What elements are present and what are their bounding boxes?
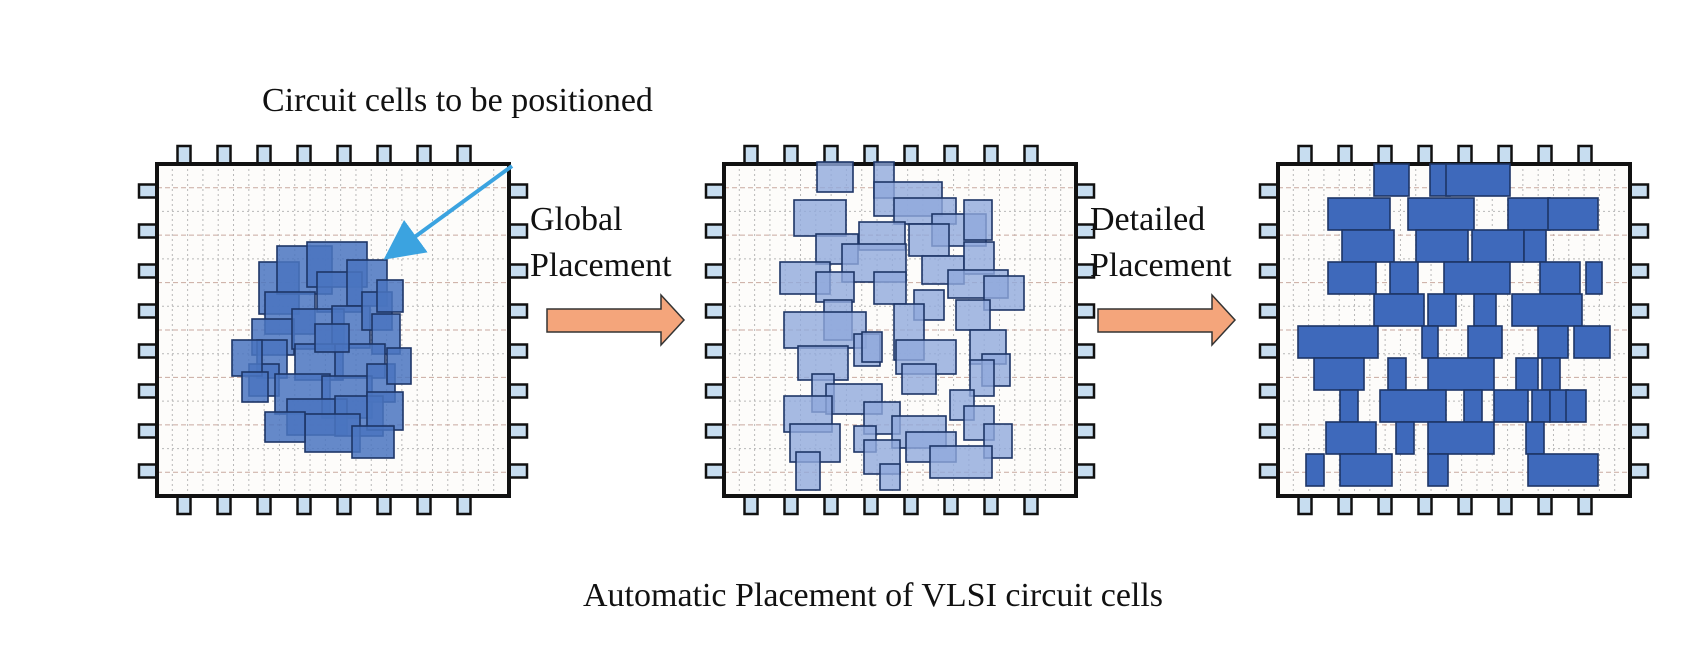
circuit-cell-group xyxy=(779,161,1025,491)
chip-global xyxy=(704,144,1096,516)
circuit-cell xyxy=(1325,421,1377,455)
circuit-cell xyxy=(1339,389,1359,423)
circuit-cell xyxy=(963,241,995,275)
circuit-cell xyxy=(386,347,412,385)
circuit-cell xyxy=(304,413,361,453)
global-placement-arrow xyxy=(546,293,686,347)
circuit-cell xyxy=(1313,357,1365,391)
circuit-cell xyxy=(1565,389,1587,423)
circuit-cell xyxy=(1415,229,1469,263)
global-placement-label-line2: Placement xyxy=(530,247,672,284)
diagram-caption: Automatic Placement of VLSI circuit cell… xyxy=(583,577,1163,614)
circuit-cell xyxy=(861,331,883,363)
chip-border xyxy=(722,162,1078,498)
circuit-cell xyxy=(929,445,993,479)
circuit-cell xyxy=(1493,389,1529,423)
circuit-cell xyxy=(983,423,1013,459)
circuit-cell xyxy=(955,299,991,331)
circuit-cell xyxy=(1467,325,1503,359)
detailed-placement-label-line1: Detailed xyxy=(1090,201,1205,238)
circuit-cell xyxy=(1297,325,1379,359)
circuit-cell xyxy=(241,371,269,403)
chip-initial xyxy=(137,144,529,516)
circuit-cell xyxy=(1427,453,1449,487)
circuit-cell xyxy=(1407,197,1475,231)
circuit-cell xyxy=(795,451,821,491)
circuit-cell xyxy=(1541,357,1561,391)
circuit-cell xyxy=(1379,389,1447,423)
circuit-cell xyxy=(1327,261,1377,295)
circuit-cell xyxy=(783,311,867,349)
circuit-cell xyxy=(1427,421,1495,455)
annotation-label: Circuit cells to be positioned xyxy=(262,82,653,119)
circuit-cell xyxy=(1421,325,1439,359)
circuit-cell-group xyxy=(1297,163,1611,487)
circuit-cell xyxy=(1515,357,1539,391)
circuit-cell xyxy=(1373,163,1410,197)
circuit-cell xyxy=(1525,421,1545,455)
circuit-cell xyxy=(1573,325,1611,359)
circuit-cell xyxy=(1445,163,1511,197)
circuit-cell xyxy=(816,161,854,193)
circuit-cell xyxy=(1339,453,1393,487)
circuit-cell xyxy=(1473,293,1497,327)
annotation-pointer xyxy=(383,164,514,260)
circuit-cell xyxy=(314,323,350,353)
circuit-cell xyxy=(366,391,404,431)
circuit-cell xyxy=(1389,261,1419,295)
circuit-cell xyxy=(376,279,404,313)
circuit-cell xyxy=(1471,229,1525,263)
circuit-cell xyxy=(1427,357,1495,391)
circuit-cell xyxy=(1511,293,1583,327)
circuit-cell xyxy=(1547,197,1599,231)
circuit-cell xyxy=(1523,229,1547,263)
circuit-cell xyxy=(1585,261,1603,295)
circuit-cell xyxy=(873,271,907,305)
circuit-cell xyxy=(1443,261,1511,295)
circuit-cell xyxy=(1387,357,1407,391)
circuit-cell xyxy=(1463,389,1483,423)
circuit-cell xyxy=(1327,197,1391,231)
circuit-cell xyxy=(1539,261,1581,295)
global-placement-label-line1: Global xyxy=(530,201,623,238)
circuit-cell xyxy=(1305,453,1325,487)
chip-border xyxy=(155,162,511,498)
detailed-placement-label-line2: Placement xyxy=(1090,247,1232,284)
circuit-cell xyxy=(351,425,395,459)
circuit-cell xyxy=(963,199,993,241)
circuit-cell xyxy=(1537,325,1569,359)
circuit-cell xyxy=(879,463,901,491)
circuit-cell xyxy=(1341,229,1395,263)
circuit-cell xyxy=(1427,293,1457,327)
chip-detailed xyxy=(1258,144,1650,516)
circuit-cell xyxy=(815,271,855,303)
circuit-cell xyxy=(1507,197,1551,231)
circuit-cell xyxy=(901,363,937,395)
circuit-cell xyxy=(1395,421,1415,455)
circuit-cell xyxy=(1527,453,1599,487)
circuit-cell xyxy=(793,199,847,237)
detailed-placement-arrow xyxy=(1097,293,1237,347)
circuit-cell xyxy=(264,411,306,443)
circuit-cell xyxy=(1373,293,1425,327)
circuit-cell xyxy=(231,339,263,377)
circuit-cell-group xyxy=(231,241,412,459)
circuit-cell xyxy=(1531,389,1551,423)
circuit-cell xyxy=(908,223,950,257)
circuit-cell xyxy=(969,359,995,397)
